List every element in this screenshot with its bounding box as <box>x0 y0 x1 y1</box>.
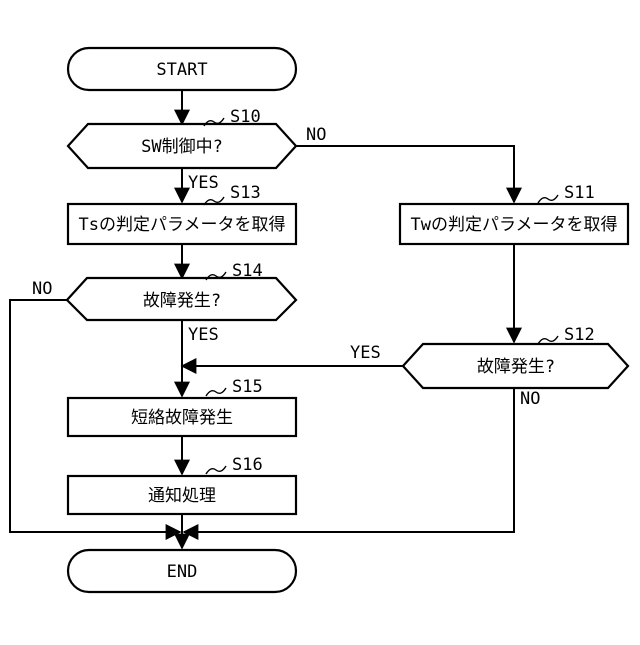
end-label: END <box>167 562 198 582</box>
start-label: START <box>156 60 207 80</box>
arrow-s10-no-to-s11 <box>296 146 514 202</box>
process-s11: Twの判定パラメータを取得 <box>400 204 628 244</box>
step-label-s12: S12 <box>564 325 595 345</box>
process-s16-label: 通知処理 <box>148 486 216 506</box>
process-s15-label: 短絡故障発生 <box>131 408 233 428</box>
process-s13: Tsの判定パラメータを取得 <box>68 204 296 244</box>
process-s11-label: Twの判定パラメータを取得 <box>411 215 618 235</box>
branch-s14-yes: YES <box>188 325 219 345</box>
tilde-s16 <box>206 466 226 474</box>
step-label-s13: S13 <box>230 183 261 203</box>
step-label-s14: S14 <box>232 261 263 281</box>
branch-s12-no: NO <box>520 389 540 409</box>
decision-s10: SW制御中? <box>68 124 296 168</box>
decision-s14-label: 故障発生? <box>143 291 221 311</box>
branch-s10-no: NO <box>306 125 326 145</box>
decision-s14: 故障発生? <box>67 278 296 320</box>
step-label-s10: S10 <box>230 107 261 127</box>
branch-s10-yes: YES <box>188 173 219 193</box>
end-terminal: END <box>68 550 296 592</box>
process-s16: 通知処理 <box>68 476 296 514</box>
tilde-s15 <box>206 388 226 396</box>
step-label-s15: S15 <box>232 377 263 397</box>
branch-s14-no: NO <box>32 279 52 299</box>
branch-s12-yes: YES <box>350 343 381 363</box>
decision-s12: 故障発生? <box>403 344 628 388</box>
tilde-s12 <box>538 336 558 344</box>
process-s13-label: Tsの判定パラメータを取得 <box>79 215 286 235</box>
step-label-s11: S11 <box>564 183 595 203</box>
decision-s12-label: 故障発生? <box>477 357 555 377</box>
start-terminal: START <box>68 48 296 90</box>
step-label-s16: S16 <box>232 455 263 475</box>
process-s15: 短絡故障発生 <box>68 398 296 436</box>
decision-s10-label: SW制御中? <box>141 137 223 157</box>
tilde-s11 <box>538 195 558 203</box>
